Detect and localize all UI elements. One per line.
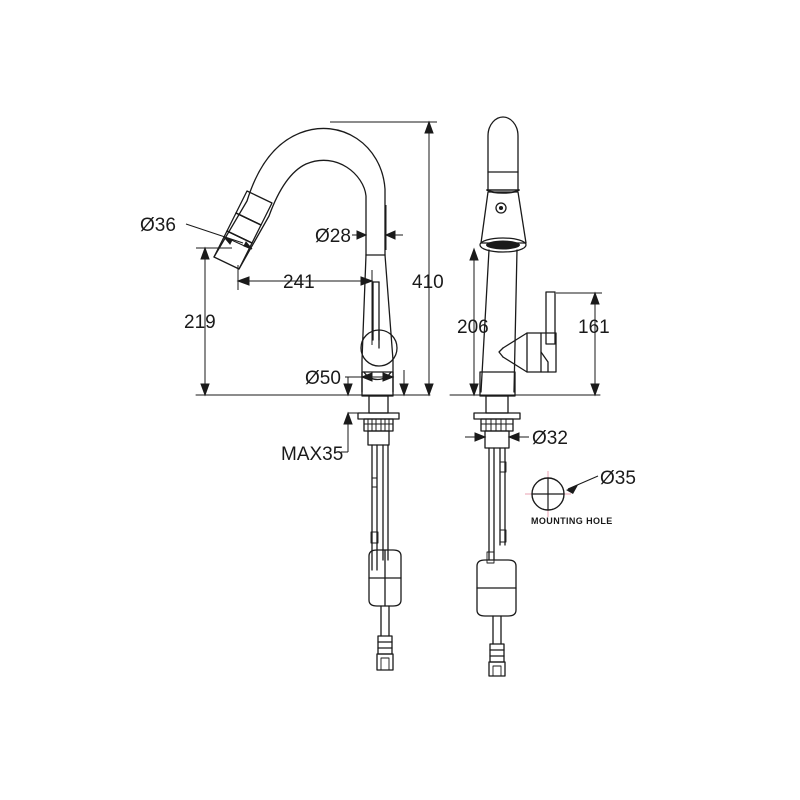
- dim-label-dia28: Ø28: [315, 226, 351, 247]
- threaded-collar: [367, 430, 390, 446]
- front-hose-end-fitting: [488, 661, 506, 677]
- hose-end-fitting: [376, 653, 394, 671]
- dim-label-dia32: Ø32: [532, 428, 568, 449]
- dim-label-161: 161: [578, 317, 610, 338]
- front-threaded-collar: [484, 430, 510, 449]
- dim-label-dia50: Ø50: [305, 368, 341, 389]
- front-body-left: [480, 249, 490, 393]
- dim206-arrow-bottom: [469, 383, 479, 397]
- dia28-arrow-right: [384, 230, 396, 240]
- dim206-arrow-top: [469, 247, 479, 261]
- handle-cam-lower: [502, 356, 528, 373]
- front-shank-upper: [485, 395, 509, 414]
- front-mounting-flange: [473, 412, 521, 420]
- spray-mode-button: [495, 202, 507, 214]
- hose-end-fitting-inner: [380, 657, 390, 671]
- dim241-arrow-left: [236, 276, 250, 286]
- dia36-arrow-a: [223, 236, 233, 245]
- dia50-arrow-down: [343, 383, 353, 397]
- dim-label-max35: MAX35: [281, 444, 343, 465]
- dim219-arrow-top: [200, 246, 210, 260]
- handle-cam-upper: [502, 332, 528, 349]
- dia36-arrow-b: [243, 241, 253, 250]
- front-mounting-nut-teeth: [480, 418, 514, 432]
- dia32-arrow-left: [474, 432, 487, 442]
- front-base-cylinder: [479, 371, 516, 397]
- dia50-arrow-right: [382, 372, 395, 382]
- handle-hub-front: [526, 332, 557, 373]
- front-hose-band-2: [499, 529, 507, 543]
- spout-dock-ellipse-outer: [479, 237, 527, 253]
- dim-label-410: 410: [412, 272, 444, 293]
- front-counterweight: [476, 559, 517, 617]
- spray-head-band-2: [486, 189, 520, 194]
- dim-label-241: 241: [283, 272, 315, 293]
- spray-mode-button-dot: [498, 205, 504, 211]
- front-elevation-view: [449, 116, 601, 677]
- shank-upper: [368, 395, 389, 414]
- base-top-arc: [363, 371, 392, 381]
- dim-label-219: 219: [184, 312, 216, 333]
- spray-head-collar-taper: [480, 191, 527, 244]
- spray-head-capsule: [487, 116, 519, 191]
- dim161-arrow-top: [590, 291, 600, 305]
- spout-dock-ellipse-inner: [486, 240, 520, 250]
- spout-outer-profile: [213, 127, 386, 258]
- dia35-leader: [567, 475, 599, 490]
- counterweight-body: [368, 549, 402, 607]
- front-hose-end-inner: [492, 665, 502, 677]
- dia36-leader: [185, 223, 244, 244]
- front-view-dimensions: [465, 247, 602, 442]
- dim-label-dia35: Ø35: [600, 468, 636, 489]
- front-body-right: [513, 249, 518, 393]
- mounting-hole-detail: [525, 471, 599, 517]
- dim161-arrow-bottom: [590, 383, 600, 397]
- mounting-hole-label: MOUNTING HOLE: [531, 516, 613, 526]
- spout-inner-profile: [238, 159, 367, 270]
- dia28-arrow-left: [356, 230, 368, 240]
- dia50-arrow-left: [360, 372, 373, 382]
- spray-head-neck: [235, 190, 273, 226]
- mounting-flange: [357, 412, 400, 420]
- max35-arrow-top: [343, 411, 353, 425]
- dia35-arrow: [566, 485, 578, 494]
- dim-label-206: 206: [457, 317, 489, 338]
- hose-marker-band: [371, 477, 378, 488]
- front-quick-connect: [489, 643, 505, 663]
- dim-label-dia36: Ø36: [140, 215, 176, 236]
- dia32-arrow-right: [507, 432, 520, 442]
- spray-head-outline: [213, 230, 253, 270]
- dim410-arrow-top: [424, 120, 434, 134]
- front-hose-band-1: [499, 461, 507, 473]
- side-view-dimensions: [185, 120, 437, 453]
- dim410-arrow-bottom: [424, 383, 434, 397]
- dim219-arrow-bottom: [200, 383, 210, 397]
- hose-connector-small: [370, 531, 379, 544]
- mounting-nut-teeth: [363, 418, 394, 432]
- dim241-arrow-right: [360, 276, 374, 286]
- handle-hub-detail: [540, 351, 549, 373]
- side-elevation-view: [195, 127, 431, 671]
- handle-lever: [545, 291, 556, 345]
- front-hose-band-3: [486, 551, 495, 564]
- handle-cam-tip: [498, 347, 504, 358]
- quick-connect: [377, 635, 393, 655]
